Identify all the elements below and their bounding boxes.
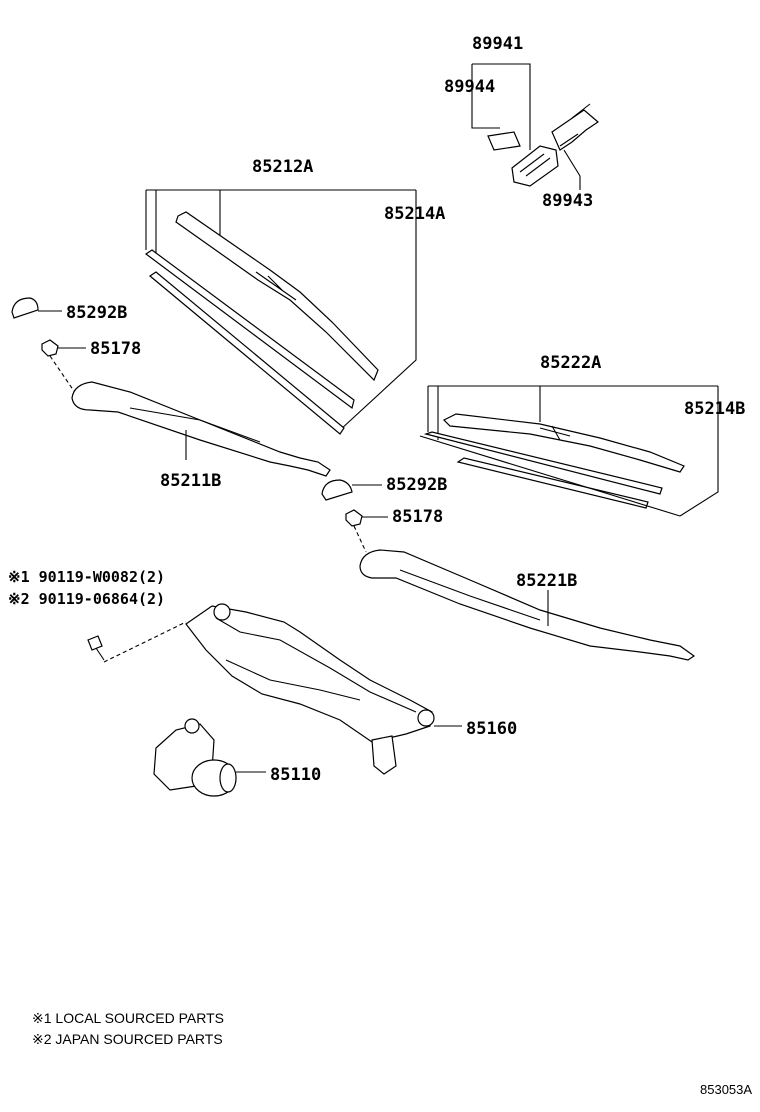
leader-89944	[471, 64, 500, 129]
part-85222A-blade[interactable]	[442, 413, 685, 473]
front-arm-group: 85211B	[71, 381, 331, 491]
rubber-edge-detail	[419, 435, 681, 517]
part-85292B-cap-mid[interactable]	[321, 479, 353, 501]
part-85212A-blade[interactable]	[175, 211, 379, 382]
linkage-crank	[371, 735, 397, 775]
passenger-blade-group: 85222A 85214B	[419, 353, 745, 517]
callout-85214A[interactable]: 85214A	[384, 204, 445, 224]
callout-85211B[interactable]: 85211B	[160, 471, 221, 491]
part-89943-clip[interactable]	[551, 109, 599, 151]
middle-fasteners-group: 85292B 85178	[321, 475, 447, 553]
callout-85160[interactable]: 85160	[466, 719, 517, 739]
arm-detail-front	[129, 407, 261, 443]
bolt-refs-group: ※1 90119-W0082(2) ※2 90119-06864(2)	[8, 568, 187, 663]
part-bolt-head[interactable]	[87, 635, 103, 651]
linkage-pivot-right	[417, 709, 435, 727]
blade-joint-detail-2	[539, 425, 571, 441]
leader-89941-bracket	[472, 63, 531, 150]
callout-89944[interactable]: 89944	[444, 77, 495, 97]
note-local-sourced: ※1 LOCAL SOURCED PARTS	[32, 1010, 224, 1026]
front-blade-group: 85212A 85214A	[144, 157, 445, 435]
callout-85222A[interactable]: 85222A	[540, 353, 601, 373]
linkage-detail-2	[225, 659, 361, 701]
part-89944-card[interactable]	[487, 131, 521, 151]
part-85211B-arm[interactable]	[71, 381, 331, 477]
linkage-pivot-left	[213, 603, 231, 621]
linkage-group: 85160	[185, 603, 517, 775]
bolt-ref-2[interactable]: ※2 90119-06864(2)	[8, 590, 165, 608]
callout-85221B[interactable]: 85221B	[516, 571, 577, 591]
part-85292B-cap-top[interactable]	[11, 297, 39, 319]
part-bolt-shank	[95, 647, 105, 661]
leader-85214A	[339, 190, 417, 431]
part-89941-detail	[519, 153, 551, 177]
callout-85292B-mid[interactable]: 85292B	[386, 475, 447, 495]
motor-shaft	[184, 718, 200, 734]
callout-85178-top[interactable]: 85178	[90, 339, 141, 359]
bolt-ref-1[interactable]: ※1 90119-W0082(2)	[8, 568, 165, 586]
part-85221B-arm[interactable]	[359, 549, 696, 661]
callout-89943[interactable]: 89943	[542, 191, 593, 211]
note-japan-sourced: ※2 JAPAN SOURCED PARTS	[32, 1031, 223, 1047]
motor-group: 85110	[153, 718, 321, 797]
part-89941-holder[interactable]	[511, 145, 559, 187]
nut-axis-top	[49, 355, 77, 395]
bolt-axis	[103, 621, 187, 663]
part-85214B-rubber-inner[interactable]	[456, 457, 649, 509]
part-89943-detail	[559, 103, 591, 147]
callout-85110[interactable]: 85110	[270, 765, 321, 785]
leader-89943	[563, 149, 581, 190]
part-85214A-rubber-outer[interactable]	[144, 249, 355, 410]
part-85178-nut-mid[interactable]	[345, 509, 363, 527]
callout-85214B[interactable]: 85214B	[684, 399, 745, 419]
linkage-detail-1	[215, 617, 417, 713]
part-85178-nut-top[interactable]	[41, 339, 59, 357]
arm-detail-passenger	[399, 569, 541, 621]
callout-89941[interactable]: 89941	[472, 34, 523, 54]
part-85214A-rubber-inner[interactable]	[148, 271, 345, 435]
passenger-arm-group: 85221B	[359, 549, 696, 661]
upper-fasteners-group: 85292B 85178	[11, 297, 141, 395]
callout-85178-mid[interactable]: 85178	[392, 507, 443, 527]
motor-end-cap	[219, 763, 237, 793]
part-85214B-rubber-outer[interactable]	[423, 431, 663, 495]
callout-85212A[interactable]: 85212A	[252, 157, 313, 177]
callout-85292B-top[interactable]: 85292B	[66, 303, 127, 323]
nut-axis-mid	[353, 525, 367, 553]
leader-85214B	[679, 386, 719, 517]
part-85160-linkage[interactable]	[185, 605, 433, 743]
blade-joint-detail	[255, 271, 297, 301]
figure-id: 853053A	[700, 1082, 753, 1097]
blade-refill-kit-group: 89941 89944 89943	[444, 34, 599, 211]
